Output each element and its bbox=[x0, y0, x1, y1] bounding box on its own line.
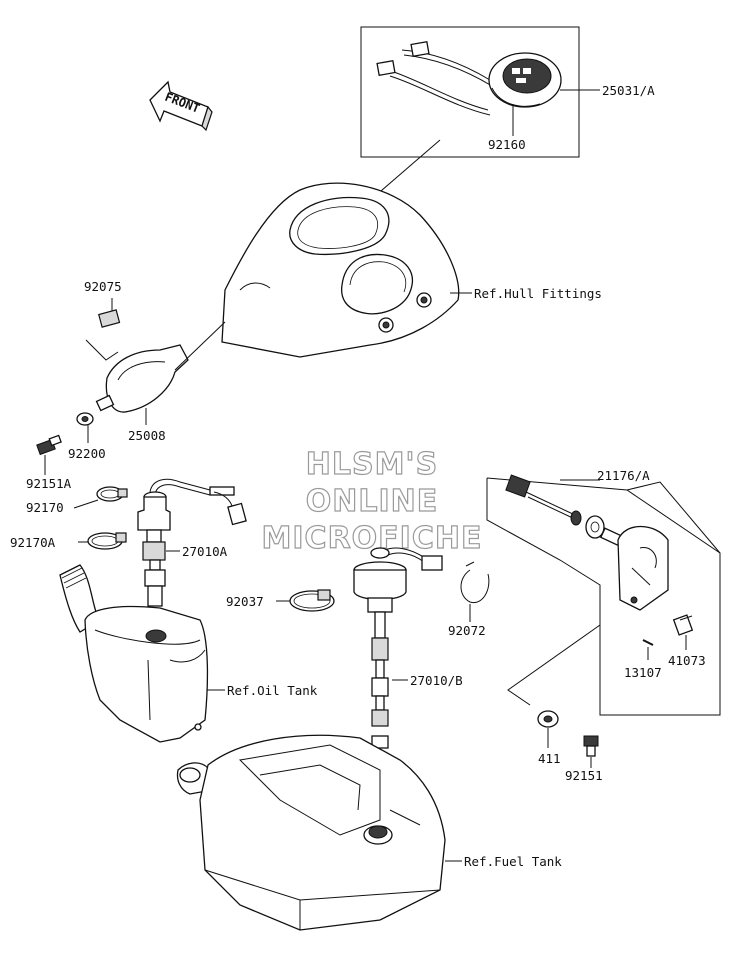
sensor-bracket: 92075 25008 bbox=[84, 279, 226, 443]
part-25008-bracket bbox=[105, 344, 189, 413]
washer-411: 411 bbox=[537, 710, 561, 766]
label-25008: 25008 bbox=[128, 428, 166, 443]
label-92200: 92200 bbox=[68, 446, 106, 461]
part-92075-pad bbox=[98, 309, 121, 328]
label-92037: 92037 bbox=[226, 594, 264, 609]
label-ref-hull-fittings: Ref.Hull Fittings bbox=[474, 286, 602, 301]
oil-sensor-cap bbox=[137, 496, 171, 531]
clamp-92170: 92170 bbox=[26, 486, 128, 515]
washer-92200: 92200 bbox=[68, 412, 106, 461]
fuel-tank: Ref.Fuel Tank bbox=[176, 734, 562, 931]
label-41073: 41073 bbox=[668, 653, 706, 668]
label-27010A: 27010A bbox=[182, 544, 228, 559]
oil-tank: Ref.Oil Tank bbox=[59, 564, 318, 743]
label-92151: 92151 bbox=[565, 768, 603, 783]
label-92160: 92160 bbox=[488, 137, 526, 152]
watermark-line-2: ONLINE bbox=[306, 484, 439, 519]
clamp-92170A: 92170A bbox=[10, 532, 127, 550]
watermark: HLSM'S ONLINE MICROFICHE bbox=[261, 446, 482, 556]
bolt-92151: 92151 bbox=[565, 735, 603, 783]
fuel-sensor-cap bbox=[353, 569, 407, 601]
oil-sensor-connector bbox=[227, 502, 247, 526]
fuel-sensor-connector bbox=[421, 555, 443, 571]
hull-upper-window bbox=[289, 196, 390, 256]
meter-box bbox=[360, 26, 580, 158]
oil-sensor-wire-end bbox=[209, 486, 235, 496]
label-ref-oil-tank: Ref.Oil Tank bbox=[227, 683, 318, 698]
meter-connector-2 bbox=[376, 59, 396, 77]
label-13107: 13107 bbox=[624, 665, 662, 680]
clamp-92037: 92037 bbox=[226, 589, 335, 612]
label-92170: 92170 bbox=[26, 500, 64, 515]
label-25031A: 25031/A bbox=[602, 83, 655, 98]
hull-lower-window bbox=[340, 253, 413, 315]
clip-92072: 92072 bbox=[448, 561, 490, 638]
bolt-92151A: 92151A bbox=[26, 434, 72, 491]
label-ref-fuel-tank: Ref.Fuel Tank bbox=[464, 854, 562, 869]
label-21176A: 21176/A bbox=[597, 468, 650, 483]
pin-13107: 13107 bbox=[624, 639, 662, 680]
label-92170A: 92170A bbox=[10, 535, 56, 550]
hull-fitting: Ref.Hull Fittings bbox=[221, 182, 602, 358]
clip-41073: 41073 bbox=[668, 614, 706, 668]
fuel-level-sensor: 27010/B bbox=[353, 547, 463, 805]
front-arrow-icon: FRONT bbox=[149, 80, 213, 132]
label-27010B: 27010/B bbox=[410, 673, 463, 688]
label-92151A: 92151A bbox=[26, 476, 72, 491]
fuel-sensor-subassembly: 21176/A bbox=[486, 468, 721, 716]
label-92072: 92072 bbox=[448, 623, 486, 638]
label-92075: 92075 bbox=[84, 279, 122, 294]
oil-level-sensor: 27010A bbox=[137, 478, 247, 607]
label-411: 411 bbox=[538, 751, 561, 766]
watermark-line-1: HLSM'S bbox=[306, 447, 438, 482]
subassembly-housing bbox=[617, 526, 669, 611]
meter-assembly: 25031/A 92160 bbox=[360, 26, 655, 158]
meter-connector-1 bbox=[410, 40, 430, 58]
subassembly-connector bbox=[505, 474, 531, 498]
